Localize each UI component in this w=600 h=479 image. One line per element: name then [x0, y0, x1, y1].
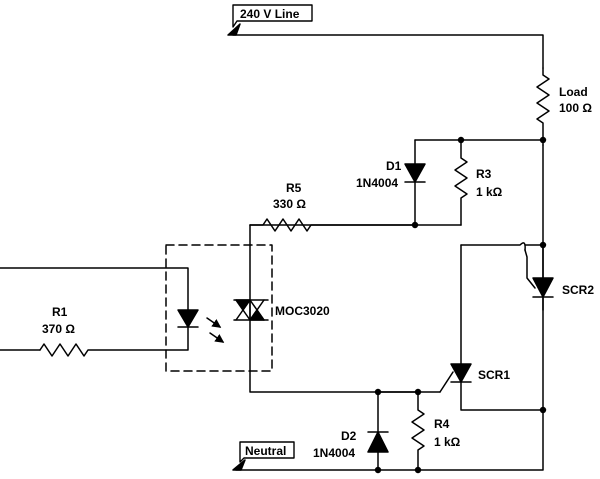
input-wire-top: [0, 267, 189, 311]
opto-ref: MOC3020: [275, 304, 330, 318]
r4-resistor: [411, 391, 425, 471]
d1-diode: [404, 139, 426, 226]
r4-ref: R4: [434, 417, 450, 431]
scr1-ref: SCR1: [478, 368, 510, 382]
d2-diode: [367, 391, 389, 471]
scr2-gate-wire: [460, 242, 526, 251]
junction-dot: [374, 466, 382, 474]
line-port: [227, 4, 313, 36]
junction-dot: [539, 241, 547, 249]
d1-ref: D1: [386, 159, 402, 173]
r5-value: 330 Ω: [273, 197, 306, 211]
scr1: [439, 363, 544, 411]
scr2-ref: SCR2: [562, 283, 594, 297]
r1-value: 370 Ω: [42, 322, 75, 336]
load-ref: Load: [559, 85, 588, 99]
line-port-label: 240 V Line: [240, 7, 300, 21]
triac-wire: [249, 224, 416, 393]
r4-value: 1 kΩ: [434, 435, 461, 449]
junction-dot: [539, 136, 547, 144]
d2-ref: D2: [341, 429, 357, 443]
r3-ref: R3: [476, 167, 492, 181]
junction-dot: [457, 136, 465, 144]
r3-resistor: [454, 139, 468, 226]
r5-ref: R5: [286, 181, 302, 195]
opto-box: [165, 244, 273, 372]
light-arrow-1: [206, 317, 222, 328]
neutral-port: [232, 441, 295, 471]
d2-value: 1N4004: [313, 446, 355, 460]
d1-value: 1N4004: [356, 176, 398, 190]
line-wire: [232, 34, 544, 69]
r1-ref: R1: [52, 305, 68, 319]
light-arrow-2: [209, 332, 225, 343]
led-diode: [177, 309, 199, 328]
r1-resistor: [39, 326, 189, 357]
junction-dot: [411, 221, 419, 229]
r5-resistor: [249, 218, 416, 232]
junction-dot: [414, 388, 422, 396]
junction-dot: [539, 406, 547, 414]
load-resistor: [536, 67, 550, 146]
scr2: [524, 244, 554, 311]
r3-value: 1 kΩ: [476, 185, 503, 199]
junctions: [374, 136, 547, 474]
neutral-port-label: Neutral: [245, 444, 286, 458]
junction-dot: [414, 466, 422, 474]
triac: [233, 299, 269, 321]
junction-dot: [374, 388, 382, 396]
load-value: 100 Ω: [559, 101, 592, 115]
